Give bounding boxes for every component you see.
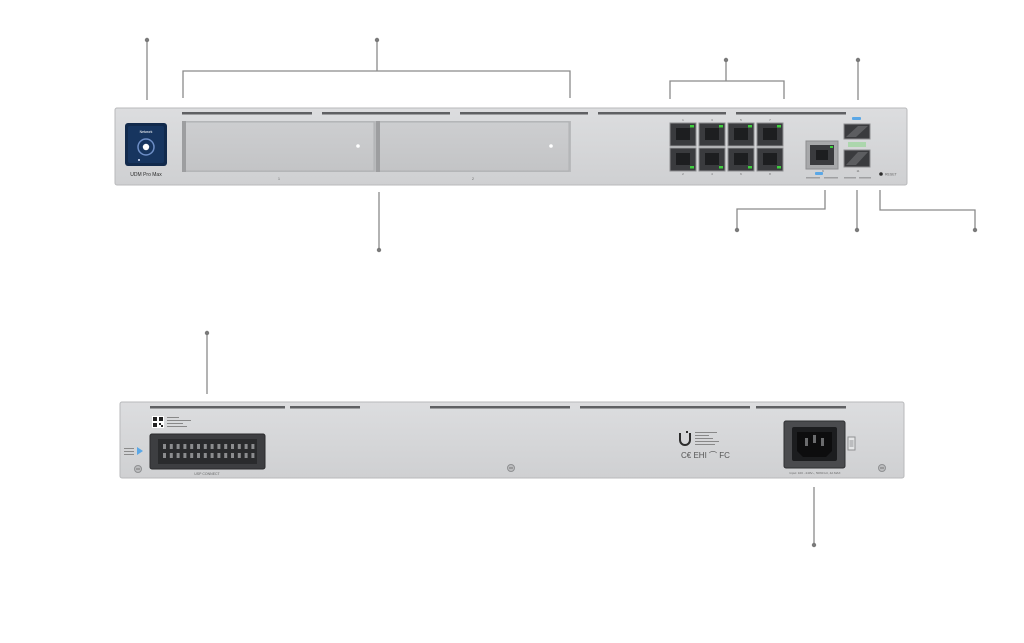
lan-port-2[interactable] [669, 147, 697, 172]
rear-vent-strip [150, 406, 846, 409]
usp-pin [244, 453, 248, 458]
qr-code [152, 416, 164, 428]
usp-pin [203, 453, 207, 458]
sfp-port-bottom[interactable] [843, 149, 871, 168]
drive-bay-2[interactable] [376, 121, 571, 172]
usp-pin [224, 453, 228, 458]
rear-spec-lines [695, 432, 719, 445]
power-inlet[interactable] [783, 420, 846, 469]
lan-port-bottom-label-4: 4 [711, 172, 713, 176]
rear-screw-right [878, 464, 886, 472]
usp-pin [231, 444, 234, 449]
serial-label-lines [167, 417, 191, 427]
usp-pin [183, 453, 187, 458]
usp-pin [210, 453, 214, 458]
touchscreen[interactable]: Network [125, 123, 167, 166]
lan-port-top-label-1: 1 [682, 118, 684, 122]
usp-pin [244, 444, 248, 449]
lan-port-7[interactable] [756, 122, 784, 147]
rear-chassis [119, 401, 905, 479]
lan-port-top-label-3: 3 [711, 118, 713, 122]
usp-pin [210, 444, 214, 449]
lan-port-8[interactable] [756, 147, 784, 172]
front-vent-strip [182, 112, 846, 115]
usp-connector-label: USP CONNECT [194, 472, 220, 476]
usp-pin [217, 453, 221, 458]
regulatory-marks: C€ EHI ⌒ FC [681, 451, 730, 460]
sfp-label: 11 [856, 169, 859, 173]
rear-screw-left [134, 465, 142, 473]
lan-port-4[interactable] [698, 147, 726, 172]
lan-ports [669, 122, 784, 172]
lan-port-bottom-label-2: 2 [682, 172, 684, 176]
model-label: UDM Pro Max [130, 172, 162, 178]
drive-bay-1-label: 1 [278, 177, 280, 181]
sfp-indicator [844, 117, 871, 179]
lan-port-bottom-label-8: 8 [769, 172, 771, 176]
reset-button[interactable] [879, 172, 883, 176]
usp-pin [231, 453, 234, 458]
power-rating: Input: 100 - 240V~, 50/60 Hz, 4A MAX [790, 471, 841, 475]
front-panel: Network UDM Pro Max 1 2 1 3 5 7 2 4 6 [114, 107, 908, 186]
usp-pin [176, 453, 180, 458]
usp-pin [237, 444, 241, 449]
sfp-port-top[interactable] [843, 123, 871, 140]
sfp-led-bar [848, 142, 866, 147]
front-callouts [144, 37, 978, 253]
lan-port-top-label-7: 7 [769, 118, 771, 122]
ubiquiti-logo [679, 431, 691, 446]
lan-port-3[interactable] [698, 122, 726, 147]
usp-pin [190, 444, 194, 449]
usp-pin [251, 453, 255, 458]
usp-pin [169, 444, 173, 449]
drive-bay-1[interactable] [182, 121, 376, 172]
usp-pin [163, 453, 166, 458]
usp-pin [203, 444, 207, 449]
usp-pin [224, 444, 228, 449]
rear-callouts [204, 330, 817, 548]
rear-screw-center [507, 464, 515, 472]
lan-port-6[interactable] [727, 147, 755, 172]
wan-label: 9 [822, 169, 824, 173]
screen-title: Network [140, 130, 153, 134]
usp-pin [217, 444, 221, 449]
wan-indicator [806, 172, 838, 179]
reset-label: RESET [885, 173, 898, 177]
usp-pin [190, 453, 194, 458]
drive-bay-2-label: 2 [472, 177, 474, 181]
usp-pin [237, 453, 241, 458]
usp-connector[interactable] [149, 433, 266, 470]
usp-pin [197, 453, 200, 458]
lan-port-top-label-5: 5 [740, 118, 742, 122]
usp-pin [197, 444, 200, 449]
usp-pin [169, 453, 173, 458]
usp-pin [176, 444, 180, 449]
status-indicator [124, 447, 143, 455]
usp-pin [251, 444, 255, 449]
usp-pin [183, 444, 187, 449]
lan-port-5[interactable] [727, 122, 755, 147]
usp-pin [163, 444, 166, 449]
lan-port-1[interactable] [669, 122, 697, 147]
wan-port[interactable] [805, 140, 839, 170]
lan-port-bottom-label-6: 6 [740, 172, 742, 176]
rear-panel: USP CONNECT C€ EHI ⌒ FC [119, 401, 905, 479]
power-switch[interactable] [847, 436, 856, 451]
